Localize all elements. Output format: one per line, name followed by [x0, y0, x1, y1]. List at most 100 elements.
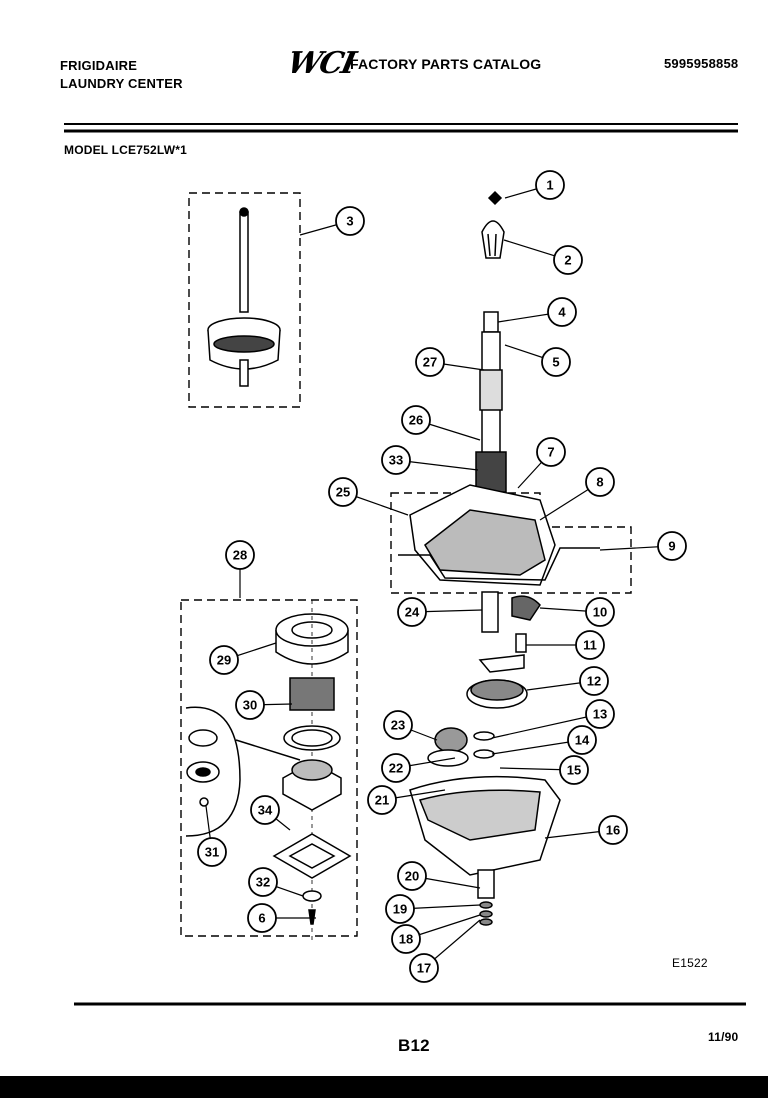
callout-circle: [415, 347, 445, 377]
callout-number: 26: [409, 413, 423, 428]
callout-18: 18: [391, 914, 481, 954]
callout-8: 8: [539, 467, 615, 521]
callout-number: 28: [233, 548, 247, 563]
callout-circle: [536, 437, 566, 467]
callout-number: 5: [552, 355, 559, 370]
callout-number: 11: [583, 638, 597, 653]
callout-circle: [401, 405, 431, 435]
callout-number: 21: [375, 793, 389, 808]
callout-number: 6: [258, 911, 265, 926]
callout-circle: [575, 630, 605, 660]
callout-circle: [397, 597, 427, 627]
callout-number: 29: [217, 653, 231, 668]
assembly-25-box: [390, 492, 632, 594]
callout-circle: [385, 894, 415, 924]
product-line: LAUNDRY CENTER: [60, 76, 183, 91]
callout-circle: [535, 170, 565, 200]
callout-13: 13: [491, 699, 615, 739]
callout-number: 32: [256, 875, 270, 890]
callout-34: 34: [250, 795, 291, 831]
callout-23: 23: [383, 710, 438, 741]
callout-circle: [250, 795, 280, 825]
callout-number: 24: [405, 605, 420, 620]
callout-27: 27: [415, 347, 485, 377]
callout-number: 4: [558, 305, 566, 320]
callout-number: 18: [399, 932, 413, 947]
callout-circle: [248, 867, 278, 897]
callout-15: 15: [499, 755, 589, 785]
callout-31: 31: [197, 805, 227, 867]
callout-number: 13: [593, 707, 607, 722]
callout-circle: [585, 699, 615, 729]
callout-4: 4: [497, 297, 577, 327]
callout-circle: [657, 531, 687, 561]
callout-circle: [567, 725, 597, 755]
callout-22: 22: [381, 753, 456, 783]
callout-number: 34: [258, 803, 273, 818]
callout-7: 7: [517, 437, 566, 489]
callout-circle: [547, 297, 577, 327]
callout-circle: [367, 785, 397, 815]
callout-number: 3: [346, 214, 353, 229]
callout-16: 16: [544, 815, 628, 845]
callout-circle: [197, 837, 227, 867]
callout-number: 23: [391, 718, 405, 733]
revision-date: 11/90: [708, 1030, 739, 1044]
assembly-28-box: [180, 599, 358, 937]
callout-6: 6: [247, 903, 316, 933]
callout-number: 27: [423, 355, 437, 370]
callout-circle: [585, 597, 615, 627]
callout-circle: [328, 477, 358, 507]
callout-number: 2: [564, 253, 571, 268]
callout-number: 16: [606, 823, 620, 838]
callout-number: 8: [596, 475, 603, 490]
callout-2: 2: [503, 239, 583, 275]
callout-circle: [585, 467, 615, 497]
callout-circle: [391, 924, 421, 954]
callout-number: 31: [205, 845, 219, 860]
callout-number: 22: [389, 761, 403, 776]
agitator-shaft-assembly-drawing: [207, 207, 281, 387]
callout-5: 5: [504, 344, 571, 377]
callout-circle: [559, 755, 589, 785]
callout-28: 28: [225, 540, 255, 598]
callout-10: 10: [539, 597, 615, 627]
callout-number: 17: [417, 961, 431, 976]
callout-25: 25: [328, 477, 409, 516]
callout-12: 12: [526, 666, 609, 696]
catalog-number: 5995958858: [664, 56, 739, 71]
callout-number: 20: [405, 869, 419, 884]
callout-1: 1: [504, 170, 565, 200]
callout-30: 30: [235, 690, 293, 720]
callout-number: 25: [336, 485, 350, 500]
callout-circle: [409, 953, 439, 983]
transmission-stack-drawing: [398, 190, 600, 926]
callout-circle: [598, 815, 628, 845]
brand-name: FRIGIDAIRE: [60, 58, 138, 73]
leader-line: [491, 739, 583, 755]
seal-kit-drawing: [185, 600, 352, 940]
callout-14: 14: [491, 725, 597, 755]
scan-edge: [0, 1076, 768, 1098]
callout-number: 1: [546, 178, 553, 193]
callout-9: 9: [599, 531, 687, 561]
callout-17: 17: [409, 919, 481, 983]
callout-circle: [247, 903, 277, 933]
callout-33: 33: [381, 445, 479, 475]
callout-circle: [335, 206, 365, 236]
callout-circle: [235, 690, 265, 720]
callout-number: 7: [547, 445, 554, 460]
callout-number: 33: [389, 453, 403, 468]
callout-circle: [553, 245, 583, 275]
callout-number: 12: [587, 674, 601, 689]
callout-11: 11: [526, 630, 605, 660]
page-code: B12: [398, 1036, 430, 1055]
model-label: MODEL LCE752LW*1: [64, 143, 188, 157]
callout-circle: [541, 347, 571, 377]
callout-number: 9: [668, 539, 675, 554]
callout-circle: [579, 666, 609, 696]
callout-number: 10: [593, 605, 607, 620]
callout-20: 20: [397, 861, 481, 891]
callout-circle: [225, 540, 255, 570]
